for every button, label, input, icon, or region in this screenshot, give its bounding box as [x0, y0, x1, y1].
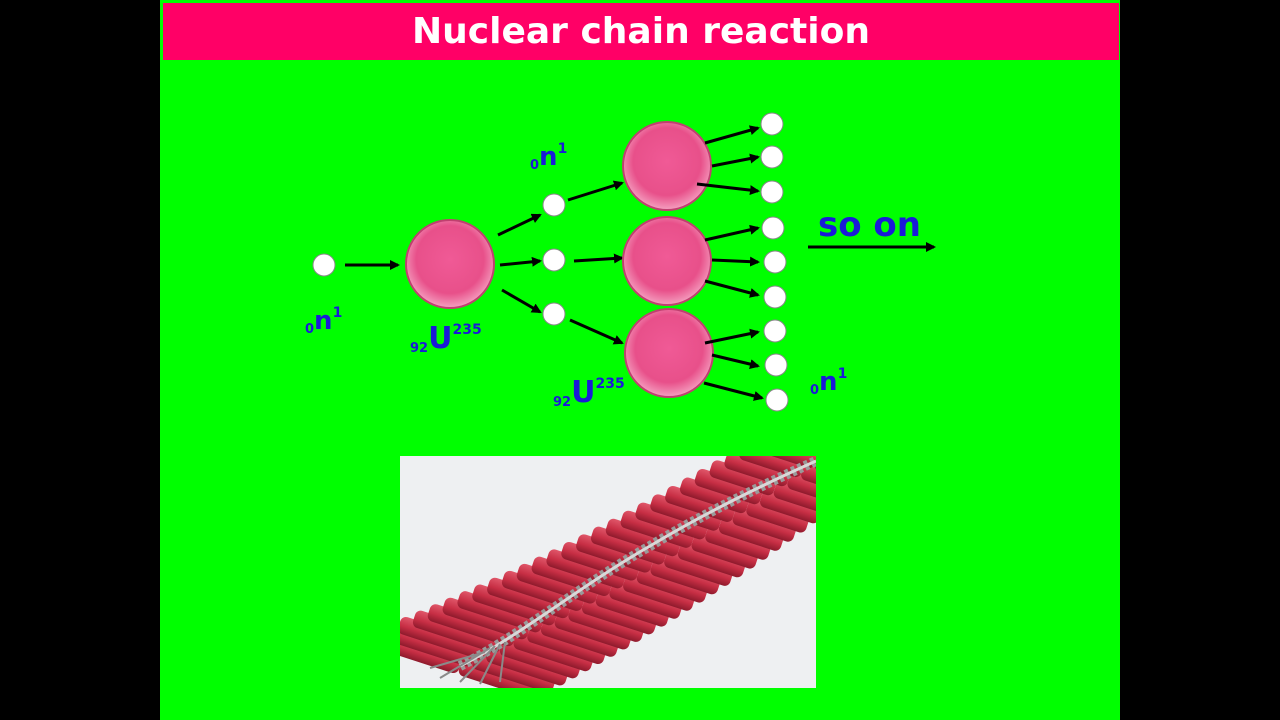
uranium-nucleus	[406, 220, 494, 308]
neutron-label: 0n1	[305, 306, 342, 336]
arrow	[705, 332, 758, 343]
arrow	[502, 290, 540, 312]
neutron	[764, 320, 786, 342]
neutron	[543, 249, 565, 271]
neutron	[543, 194, 565, 216]
neutron	[761, 181, 783, 203]
uranium-nucleus	[623, 122, 711, 210]
neutron	[764, 286, 786, 308]
neutron	[543, 303, 565, 325]
arrow	[574, 258, 622, 261]
arrow	[500, 261, 540, 265]
arrow	[705, 228, 758, 240]
arrow	[712, 260, 758, 262]
arrow	[568, 183, 622, 200]
incoming-neutron	[313, 254, 335, 276]
arrow	[705, 281, 758, 295]
arrow	[570, 320, 622, 343]
neutron	[765, 354, 787, 376]
so-on-label: so on	[818, 205, 921, 245]
neutron	[766, 389, 788, 411]
uranium-nucleus	[623, 217, 711, 305]
neutron-label: 0n1	[530, 142, 567, 172]
uranium-label: 92U235	[553, 377, 625, 409]
neutron	[761, 113, 783, 135]
firecracker-illustration	[400, 456, 816, 688]
arrow	[712, 157, 758, 166]
firecracker-image	[400, 456, 816, 688]
arrow	[498, 215, 540, 235]
neutron	[764, 251, 786, 273]
neutron	[761, 146, 783, 168]
arrow	[705, 128, 758, 143]
uranium-label: 92U235	[410, 323, 482, 355]
arrow	[704, 383, 762, 398]
neutron	[762, 217, 784, 239]
neutron-label: 0n1	[810, 367, 847, 397]
uranium-nucleus	[625, 309, 713, 397]
arrow	[712, 355, 758, 366]
